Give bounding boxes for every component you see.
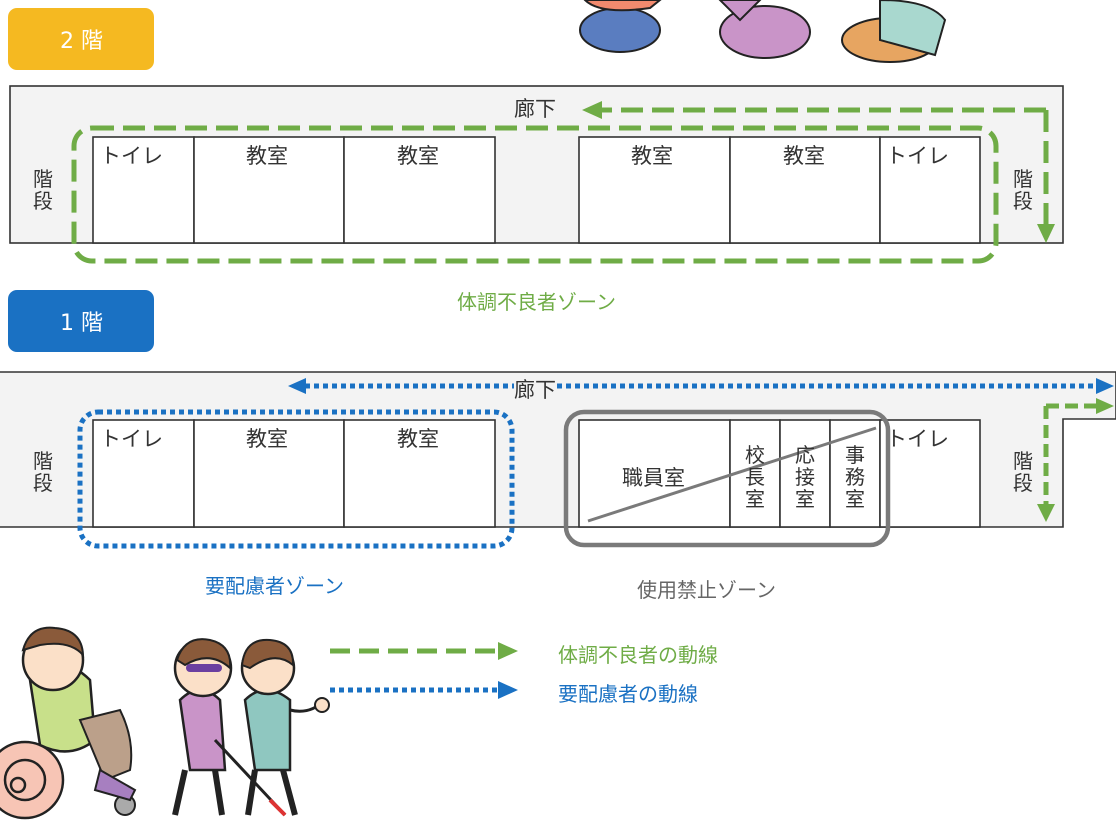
- floor1-room-label: 教室: [246, 427, 288, 451]
- floor1-corridor-label: 廊下: [514, 374, 556, 404]
- floor1-stairs-right-label: 階段: [1013, 449, 1033, 495]
- floor1-reception-room-label: 応接室: [795, 443, 815, 511]
- floor2-room-classroom-1: [193, 136, 345, 244]
- floor2-sick-route-arrowhead-left: [582, 101, 602, 119]
- floor1-prohibited-zone-label: 使用禁止ゾーン: [637, 578, 776, 602]
- floor1-sick-route-arrowhead-right: [1096, 398, 1114, 414]
- legend-care-route-label: 要配慮者の動線: [558, 682, 698, 706]
- floor1-room-office: [829, 419, 881, 528]
- floor2-stairs-right-label: 階段: [1013, 167, 1033, 213]
- floor1-office-room-label: 事務室: [845, 443, 865, 511]
- illustration-people-sitting-top: [579, 0, 947, 63]
- legend-sick-arrowhead: [498, 642, 518, 660]
- floor1-toilet-right-label: トイレ: [886, 427, 949, 451]
- floor2-badge: 2 階: [8, 8, 154, 70]
- floor1-prohibited-zone-border: [563, 409, 891, 548]
- legend-sick-route-label: 体調不良者の動線: [558, 643, 718, 667]
- floor2-room-classroom-2: [343, 136, 496, 244]
- floor1-room-reception: [779, 419, 831, 528]
- floor2-corridor-label: 廊下: [514, 97, 556, 121]
- floor1-care-route-arrowhead-right: [1096, 378, 1114, 394]
- floor2-sick-zone-border: [71, 125, 999, 264]
- floor2-room-label: 教室: [246, 144, 288, 168]
- floor1-room-label: 教室: [397, 427, 439, 451]
- floor1-room-toilet-right: [879, 419, 981, 528]
- floor1-care-zone-border: [77, 409, 515, 549]
- floor1-room-staff: [578, 419, 731, 528]
- floor1-badge: 1 階: [8, 290, 154, 352]
- illustration-guide-walking: [172, 638, 330, 817]
- floor1-care-zone-label: 要配慮者ゾーン: [205, 574, 344, 598]
- floor1-prohibited-slash: [587, 426, 877, 523]
- floor2-sick-route-arrowhead-down: [1037, 224, 1055, 243]
- floor2-room-label: 教室: [397, 144, 439, 168]
- legend-care-arrowhead: [498, 681, 518, 699]
- floor2-room-label: トイレ: [100, 144, 163, 168]
- floor2-room-toilet-left: [92, 136, 195, 244]
- floor1-room-classroom-2: [343, 419, 496, 528]
- floor2-stairs-left-label: 階段: [33, 167, 53, 213]
- legend: [330, 642, 518, 699]
- floor2-sick-zone-label: 体調不良者ゾーン: [457, 290, 616, 314]
- floor2-room-label: トイレ: [886, 144, 949, 168]
- floor1-sick-route-arrowhead-down: [1037, 504, 1055, 522]
- floor1-stairs-left-label: 階段: [33, 449, 53, 495]
- floor1-principal-room-label: 校長室: [745, 443, 765, 511]
- floor2-room-label: 教室: [783, 144, 825, 168]
- floor1-plan: [0, 371, 1116, 549]
- floor1-room-label: トイレ: [100, 427, 163, 451]
- floor2-room-classroom-3: [578, 136, 731, 244]
- floor2-room-classroom-4: [729, 136, 881, 244]
- illustration-wheelchair-user: [0, 626, 137, 820]
- floor2-plan: [9, 85, 1064, 264]
- floor1-staff-room-label: 職員室: [622, 466, 685, 490]
- floor1-room-classroom-1: [193, 419, 345, 528]
- floor1-care-route-arrowhead-left: [288, 378, 306, 394]
- floor2-room-toilet-right: [879, 136, 981, 244]
- floor2-room-label: 教室: [631, 144, 673, 168]
